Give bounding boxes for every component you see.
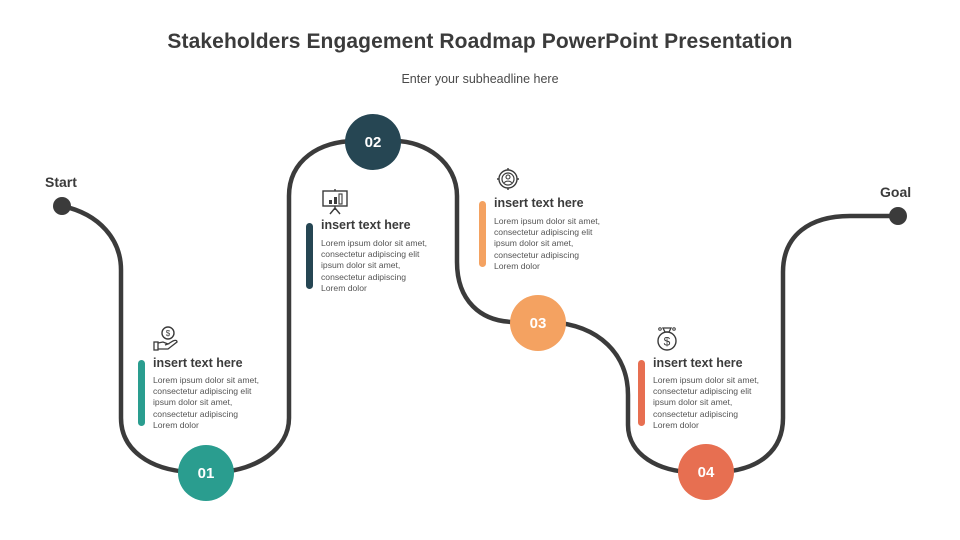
road-line xyxy=(59,138,901,475)
target-user-icon xyxy=(497,168,519,190)
step-03-circle: 03 xyxy=(510,295,566,351)
presentation-chart-icon xyxy=(322,189,348,215)
slide-subtitle: Enter your subheadline here xyxy=(401,72,559,86)
step-01-heading: insert text here xyxy=(153,356,243,370)
step-01-body: Lorem ipsum dolor sit amet, consectetur … xyxy=(153,375,260,430)
hand-coin-icon: $ xyxy=(153,326,178,351)
start-label: Start xyxy=(45,174,77,190)
svg-text:$: $ xyxy=(664,335,671,349)
step-02-heading: insert text here xyxy=(321,218,411,232)
step-03-body: Lorem ipsum dolor sit amet, consectetur … xyxy=(494,216,601,271)
step-02-circle: 02 xyxy=(345,114,401,170)
slide-title: Stakeholders Engagement Roadmap PowerPoi… xyxy=(167,30,793,53)
step-04-accent-bar xyxy=(638,360,645,426)
goal-dot xyxy=(889,207,907,225)
step-02-accent-bar xyxy=(306,223,313,289)
start-dot xyxy=(53,197,71,215)
step-02-body: Lorem ipsum dolor sit amet, consectetur … xyxy=(321,238,428,293)
goal-label: Goal xyxy=(880,184,912,200)
step-03-heading: insert text here xyxy=(494,196,584,210)
step-03-accent-bar xyxy=(479,201,486,267)
step-04-body: Lorem ipsum dolor sit amet, consectetur … xyxy=(653,375,760,430)
step-04-heading: insert text here xyxy=(653,356,743,370)
step-01-circle: 01 xyxy=(178,445,234,501)
svg-text:$: $ xyxy=(166,329,171,338)
step-04-circle: 04 xyxy=(678,444,734,500)
step-01-accent-bar xyxy=(138,360,145,426)
money-bag-icon: $ xyxy=(657,327,677,351)
